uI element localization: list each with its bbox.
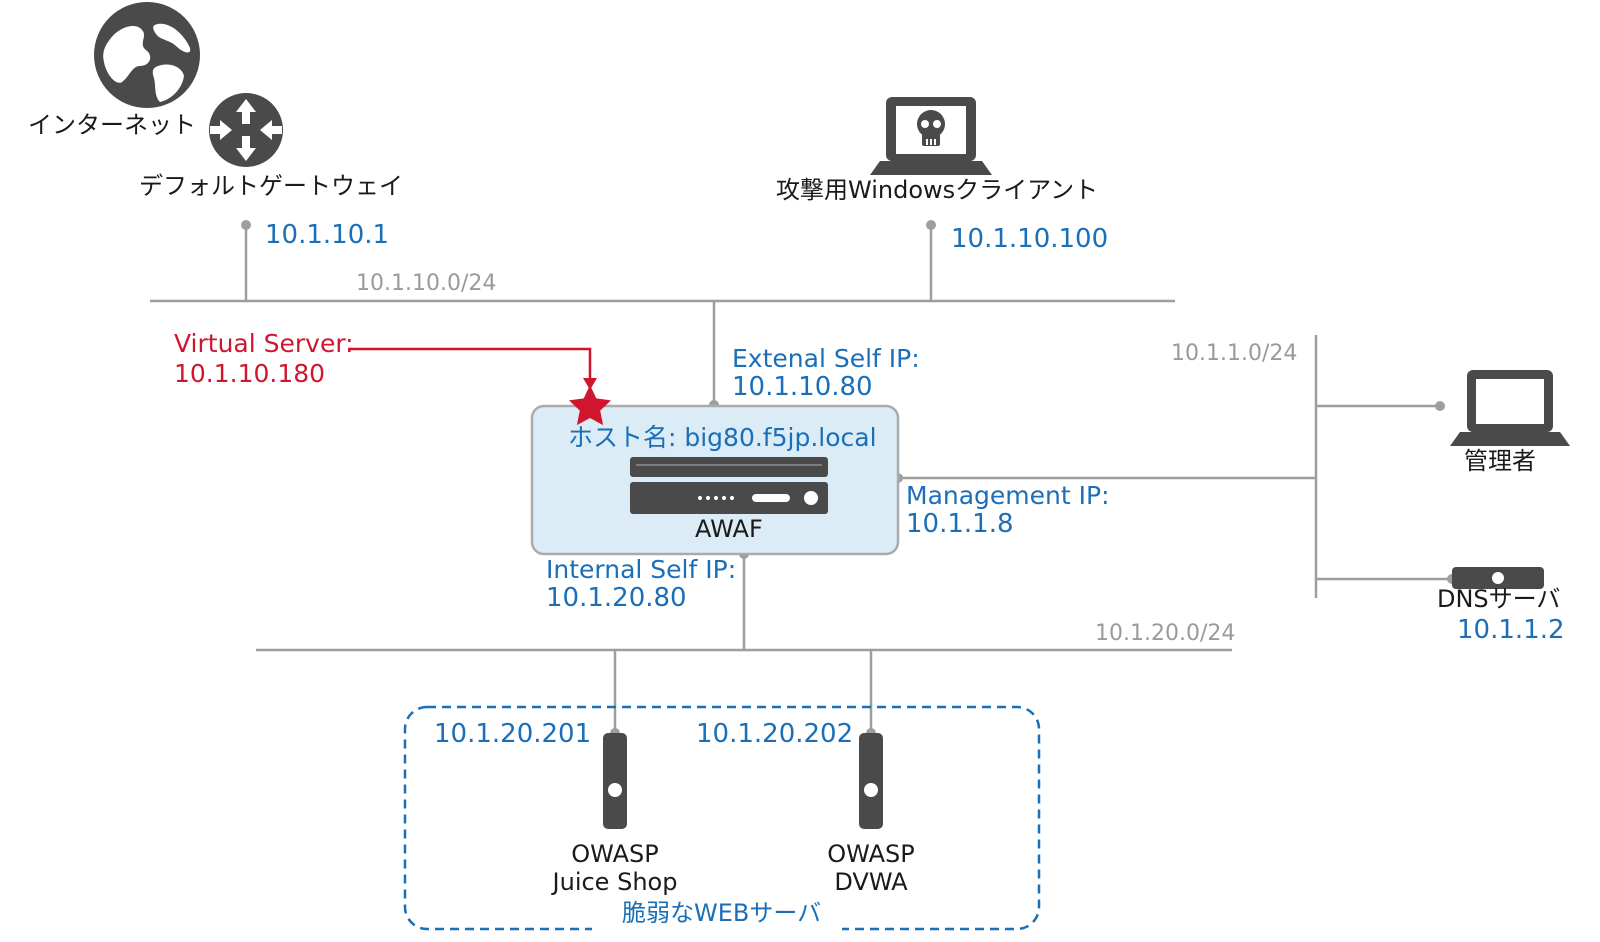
server-icon [1452, 567, 1544, 589]
dvwa-label: OWASP DVWA [811, 840, 931, 896]
skull-laptop-icon [870, 97, 992, 175]
internet-label: インターネット [28, 111, 196, 139]
laptop-icon [1450, 370, 1570, 446]
awaf-box [530, 404, 900, 556]
admin-label: 管理者 [1464, 447, 1536, 475]
external-self-ip: 10.1.10.80 [732, 372, 873, 402]
juice-shop-label-line2: Juice Shop [552, 867, 678, 896]
external-network-label: 10.1.10.0/24 [356, 271, 497, 296]
virtual-server-ip: 10.1.10.180 [174, 359, 326, 388]
dvwa-ip: 10.1.20.202 [696, 719, 854, 749]
virtual-server-arrow [348, 347, 592, 384]
management-ip-label: Management IP: [906, 481, 1110, 510]
awaf-label: AWAF [695, 515, 763, 543]
gateway-ip: 10.1.10.1 [265, 220, 390, 250]
attacker-ip: 10.1.10.100 [951, 224, 1109, 254]
router-icon [209, 93, 283, 167]
dns-ip: 10.1.1.2 [1457, 615, 1565, 645]
dns-label: DNSサーバ [1437, 585, 1561, 613]
juice-shop-server-icon [603, 733, 627, 829]
awaf-hostname: ホスト名: big80.f5jp.local [568, 423, 877, 452]
dvwa-label-line2: DVWA [834, 867, 908, 896]
awaf-appliance-icon [630, 457, 828, 514]
virtual-server-label: Virtual Server: [174, 329, 354, 358]
juice-shop-ip: 10.1.20.201 [434, 719, 592, 749]
virtual-server-arrowhead [583, 378, 597, 390]
internal-self-ip-label: Internal Self IP: [546, 555, 737, 584]
dvwa-label-line1: OWASP [827, 840, 915, 868]
dvwa-server-icon [859, 733, 883, 829]
gateway-label: デフォルトゲートウェイ [139, 172, 403, 200]
star-icon [569, 385, 611, 426]
juice-shop-label-line1: OWASP [571, 840, 659, 868]
web-group-label: 脆弱なWEBサーバ [622, 899, 822, 927]
globe-icon [94, 2, 200, 108]
management-ip: 10.1.1.8 [906, 509, 1014, 539]
internal-network-label: 10.1.20.0/24 [1095, 621, 1236, 646]
external-self-ip-label: Extenal Self IP: [732, 344, 920, 373]
juice-shop-label: OWASP Juice Shop [535, 840, 695, 896]
attacker-label: 攻撃用Windowsクライアント [776, 176, 1099, 204]
management-network-label: 10.1.1.0/24 [1171, 341, 1298, 366]
internal-self-ip: 10.1.20.80 [546, 583, 687, 613]
